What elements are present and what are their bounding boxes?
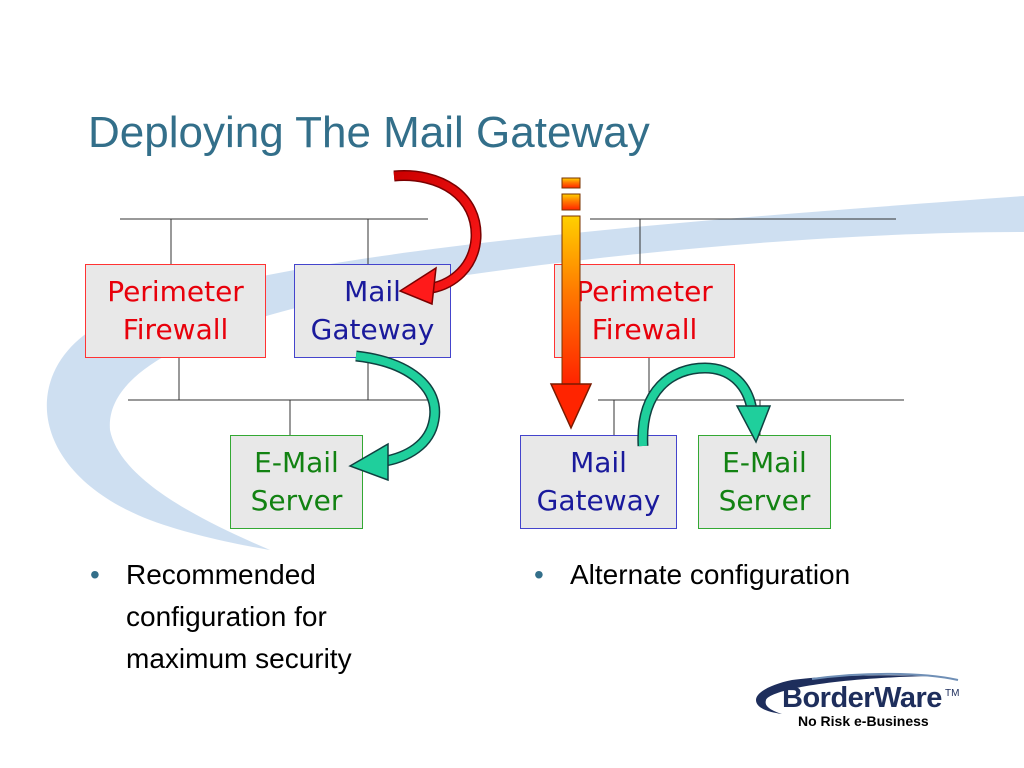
- right-email-server: E-Mail Server: [698, 435, 831, 529]
- right-mail-gateway: Mail Gateway: [520, 435, 677, 529]
- left-gateway-line-1: Mail: [344, 275, 401, 308]
- left-firewall-line-1: Perimeter: [107, 275, 244, 308]
- left-internal-arrow: [348, 350, 441, 482]
- right-bullet-dot: •: [534, 559, 544, 590]
- logo-arc-icon: [756, 672, 959, 714]
- slide-title: Deploying The Mail Gateway: [88, 108, 650, 157]
- left-inbound-arrow: [393, 170, 482, 306]
- right-bullet-line-1: Alternate configuration: [570, 559, 851, 590]
- left-server-line-2: Server: [250, 484, 343, 517]
- left-firewall-line-2: Firewall: [122, 313, 229, 346]
- left-bullet-line-2: configuration for: [126, 601, 327, 632]
- left-bullet-line-3: maximum security: [126, 643, 352, 674]
- logo-trademark: TM: [945, 688, 960, 699]
- left-perimeter-firewall: Perimeter Firewall: [85, 264, 266, 358]
- logo-brand: BorderWare: [782, 682, 942, 714]
- right-firewall-line-2: Firewall: [591, 313, 698, 346]
- left-gateway-line-2: Gateway: [310, 313, 435, 346]
- logo-tagline: No Risk e-Business: [798, 713, 929, 729]
- left-bullet: • Recommended configuration for maximum …: [90, 554, 352, 680]
- right-inbound-arrow: [549, 177, 593, 430]
- borderware-logo: BorderWare TM No Risk e-Business: [752, 670, 974, 732]
- left-email-server: E-Mail Server: [230, 435, 363, 529]
- right-server-line-1: E-Mail: [722, 446, 807, 479]
- right-gateway-line-1: Mail: [570, 446, 627, 479]
- right-perimeter-firewall: Perimeter Firewall: [554, 264, 735, 358]
- left-bullet-line-1: Recommended: [126, 559, 316, 590]
- right-internal-arrow: [637, 362, 772, 447]
- right-server-line-2: Server: [718, 484, 811, 517]
- left-server-line-1: E-Mail: [254, 446, 339, 479]
- right-firewall-line-1: Perimeter: [576, 275, 713, 308]
- right-gateway-line-2: Gateway: [536, 484, 661, 517]
- right-bullet: • Alternate configuration: [534, 554, 851, 596]
- left-bullet-dot: •: [90, 559, 100, 590]
